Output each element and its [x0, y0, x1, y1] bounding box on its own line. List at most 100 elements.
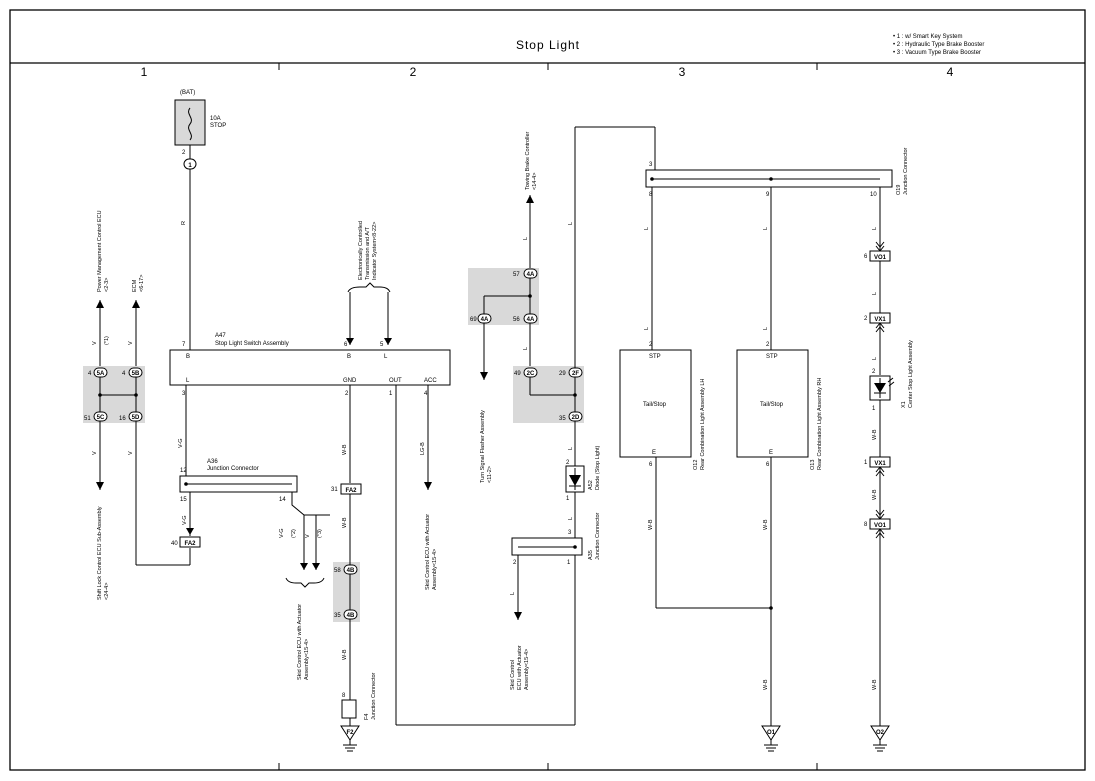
svg-text:ACC: ACC: [424, 378, 437, 384]
svg-text:O1: O1: [767, 730, 776, 736]
svg-text:L: L: [523, 347, 529, 350]
svg-text:Skid Control ECU with Actuator: Skid Control ECU with Actuator: [297, 604, 303, 680]
svg-text:L: L: [186, 378, 190, 384]
svg-text:2: 2: [766, 342, 770, 348]
svg-text:9: 9: [766, 192, 770, 198]
svg-text:L: L: [568, 517, 574, 520]
a47-stop-light-switch: [169, 349, 451, 386]
svg-text:12: 12: [180, 468, 187, 474]
svg-text:L: L: [872, 227, 878, 230]
column-3: 3: [679, 65, 686, 79]
svg-text:O19: O19: [896, 185, 902, 195]
svg-text:Stop Light Switch Assembly: Stop Light Switch Assembly: [215, 341, 289, 347]
svg-text:L: L: [763, 327, 769, 330]
svg-text:6: 6: [766, 462, 770, 468]
svg-text:Towing Brake Controller: Towing Brake Controller: [525, 131, 531, 190]
fuse-name: STOP: [210, 123, 226, 129]
column-1: 1: [141, 65, 148, 79]
svg-text:Skid Control ECU with Actuator: Skid Control ECU with Actuator: [425, 514, 431, 590]
svg-text:58: 58: [334, 568, 341, 574]
svg-text:2: 2: [566, 460, 570, 466]
svg-text:W-B: W-B: [763, 679, 769, 690]
svg-text:4: 4: [424, 391, 428, 397]
svg-text:VO1: VO1: [874, 523, 887, 529]
note-1: • 1 : w/ Smart Key System: [893, 34, 962, 40]
svg-text:W-B: W-B: [342, 649, 348, 660]
wire-r: R: [181, 221, 187, 225]
svg-text:Rear Combination Light Assembl: Rear Combination Light Assembly LH: [700, 379, 706, 470]
svg-text:14: 14: [279, 497, 286, 503]
svg-text:O2: O2: [876, 730, 885, 736]
svg-text:35: 35: [559, 416, 566, 422]
svg-text:31: 31: [331, 487, 338, 493]
svg-text:V: V: [128, 341, 134, 345]
svg-text:4B: 4B: [347, 613, 355, 619]
svg-text:E: E: [652, 450, 656, 456]
svg-text:35: 35: [334, 613, 341, 619]
svg-text:Tail/Stop: Tail/Stop: [643, 402, 667, 408]
fuse-rating: 10A: [210, 116, 221, 122]
svg-text:4: 4: [122, 371, 126, 377]
column-4: 4: [947, 65, 954, 79]
svg-text:L: L: [644, 327, 650, 330]
svg-text:O12: O12: [693, 460, 699, 470]
svg-text:A52: A52: [588, 480, 594, 490]
svg-text:10: 10: [870, 192, 877, 198]
ground-f2-icon: [340, 725, 360, 741]
svg-text:V-G: V-G: [182, 516, 188, 525]
bat-label: (BAT): [180, 90, 195, 96]
svg-text:2: 2: [649, 342, 653, 348]
svg-text:2F: 2F: [572, 371, 579, 377]
svg-text:STP: STP: [649, 354, 661, 360]
svg-text:A47: A47: [215, 333, 226, 339]
svg-text:E: E: [769, 450, 773, 456]
svg-text:2: 2: [345, 391, 349, 397]
svg-text:ECM: ECM: [132, 279, 138, 292]
svg-text:Transmission and A/T: Transmission and A/T: [365, 226, 371, 280]
svg-text:5B: 5B: [132, 371, 140, 377]
svg-text:3: 3: [182, 391, 186, 397]
svg-text:4A: 4A: [481, 317, 489, 323]
svg-text:L: L: [872, 292, 878, 295]
svg-text:Turn Signal Flasher Assembly: Turn Signal Flasher Assembly: [480, 410, 486, 483]
svg-text:<2-3>: <2-3>: [104, 278, 110, 292]
svg-text:V: V: [92, 341, 98, 345]
ground-o2-icon: [870, 725, 890, 741]
svg-text:8: 8: [342, 693, 346, 699]
svg-text:VX1: VX1: [874, 461, 886, 467]
svg-text:W-B: W-B: [342, 517, 348, 528]
fuse-icon: [188, 107, 192, 141]
svg-text:(*2): (*2): [291, 529, 297, 538]
svg-text:7: 7: [182, 342, 186, 348]
svg-text:L: L: [384, 354, 388, 360]
svg-text:1: 1: [566, 496, 570, 502]
svg-text:Tail/Stop: Tail/Stop: [760, 402, 784, 408]
svg-text:4A: 4A: [527, 317, 535, 323]
note-2: • 2 : Hydraulic Type Brake Booster: [893, 42, 984, 48]
svg-text:O13: O13: [810, 460, 816, 470]
svg-text:8: 8: [649, 192, 653, 198]
svg-text:W-B: W-B: [648, 519, 654, 530]
svg-text:1: 1: [567, 560, 571, 566]
svg-text:W-B: W-B: [872, 489, 878, 500]
svg-text:Indicator System<8-22>: Indicator System<8-22>: [372, 222, 378, 280]
o13-rear-combination-light-rh: [736, 349, 809, 458]
svg-text:6: 6: [864, 254, 868, 260]
svg-text:<11-2>: <11-2>: [487, 466, 493, 483]
svg-text:Power Management Control ECU: Power Management Control ECU: [97, 210, 103, 292]
svg-text:8: 8: [864, 522, 868, 528]
fuse-box: [174, 99, 206, 146]
svg-text:Assembly<15-4>: Assembly<15-4>: [304, 639, 310, 680]
svg-text:L: L: [568, 447, 574, 450]
o12-rear-combination-light-lh: [619, 349, 692, 458]
svg-text:Assembly<15-4>: Assembly<15-4>: [524, 649, 530, 690]
note-3: • 3 : Vacuum Type Brake Booster: [893, 50, 981, 56]
svg-text:2: 2: [513, 560, 517, 566]
svg-text:<24-4>: <24-4>: [104, 583, 110, 600]
svg-text:V: V: [92, 451, 98, 455]
svg-text:B: B: [347, 354, 351, 360]
svg-text:6: 6: [344, 342, 348, 348]
svg-text:Junction Connector: Junction Connector: [595, 512, 601, 560]
svg-text:Diode (Stop Light): Diode (Stop Light): [595, 446, 601, 490]
svg-text:L: L: [872, 357, 878, 360]
